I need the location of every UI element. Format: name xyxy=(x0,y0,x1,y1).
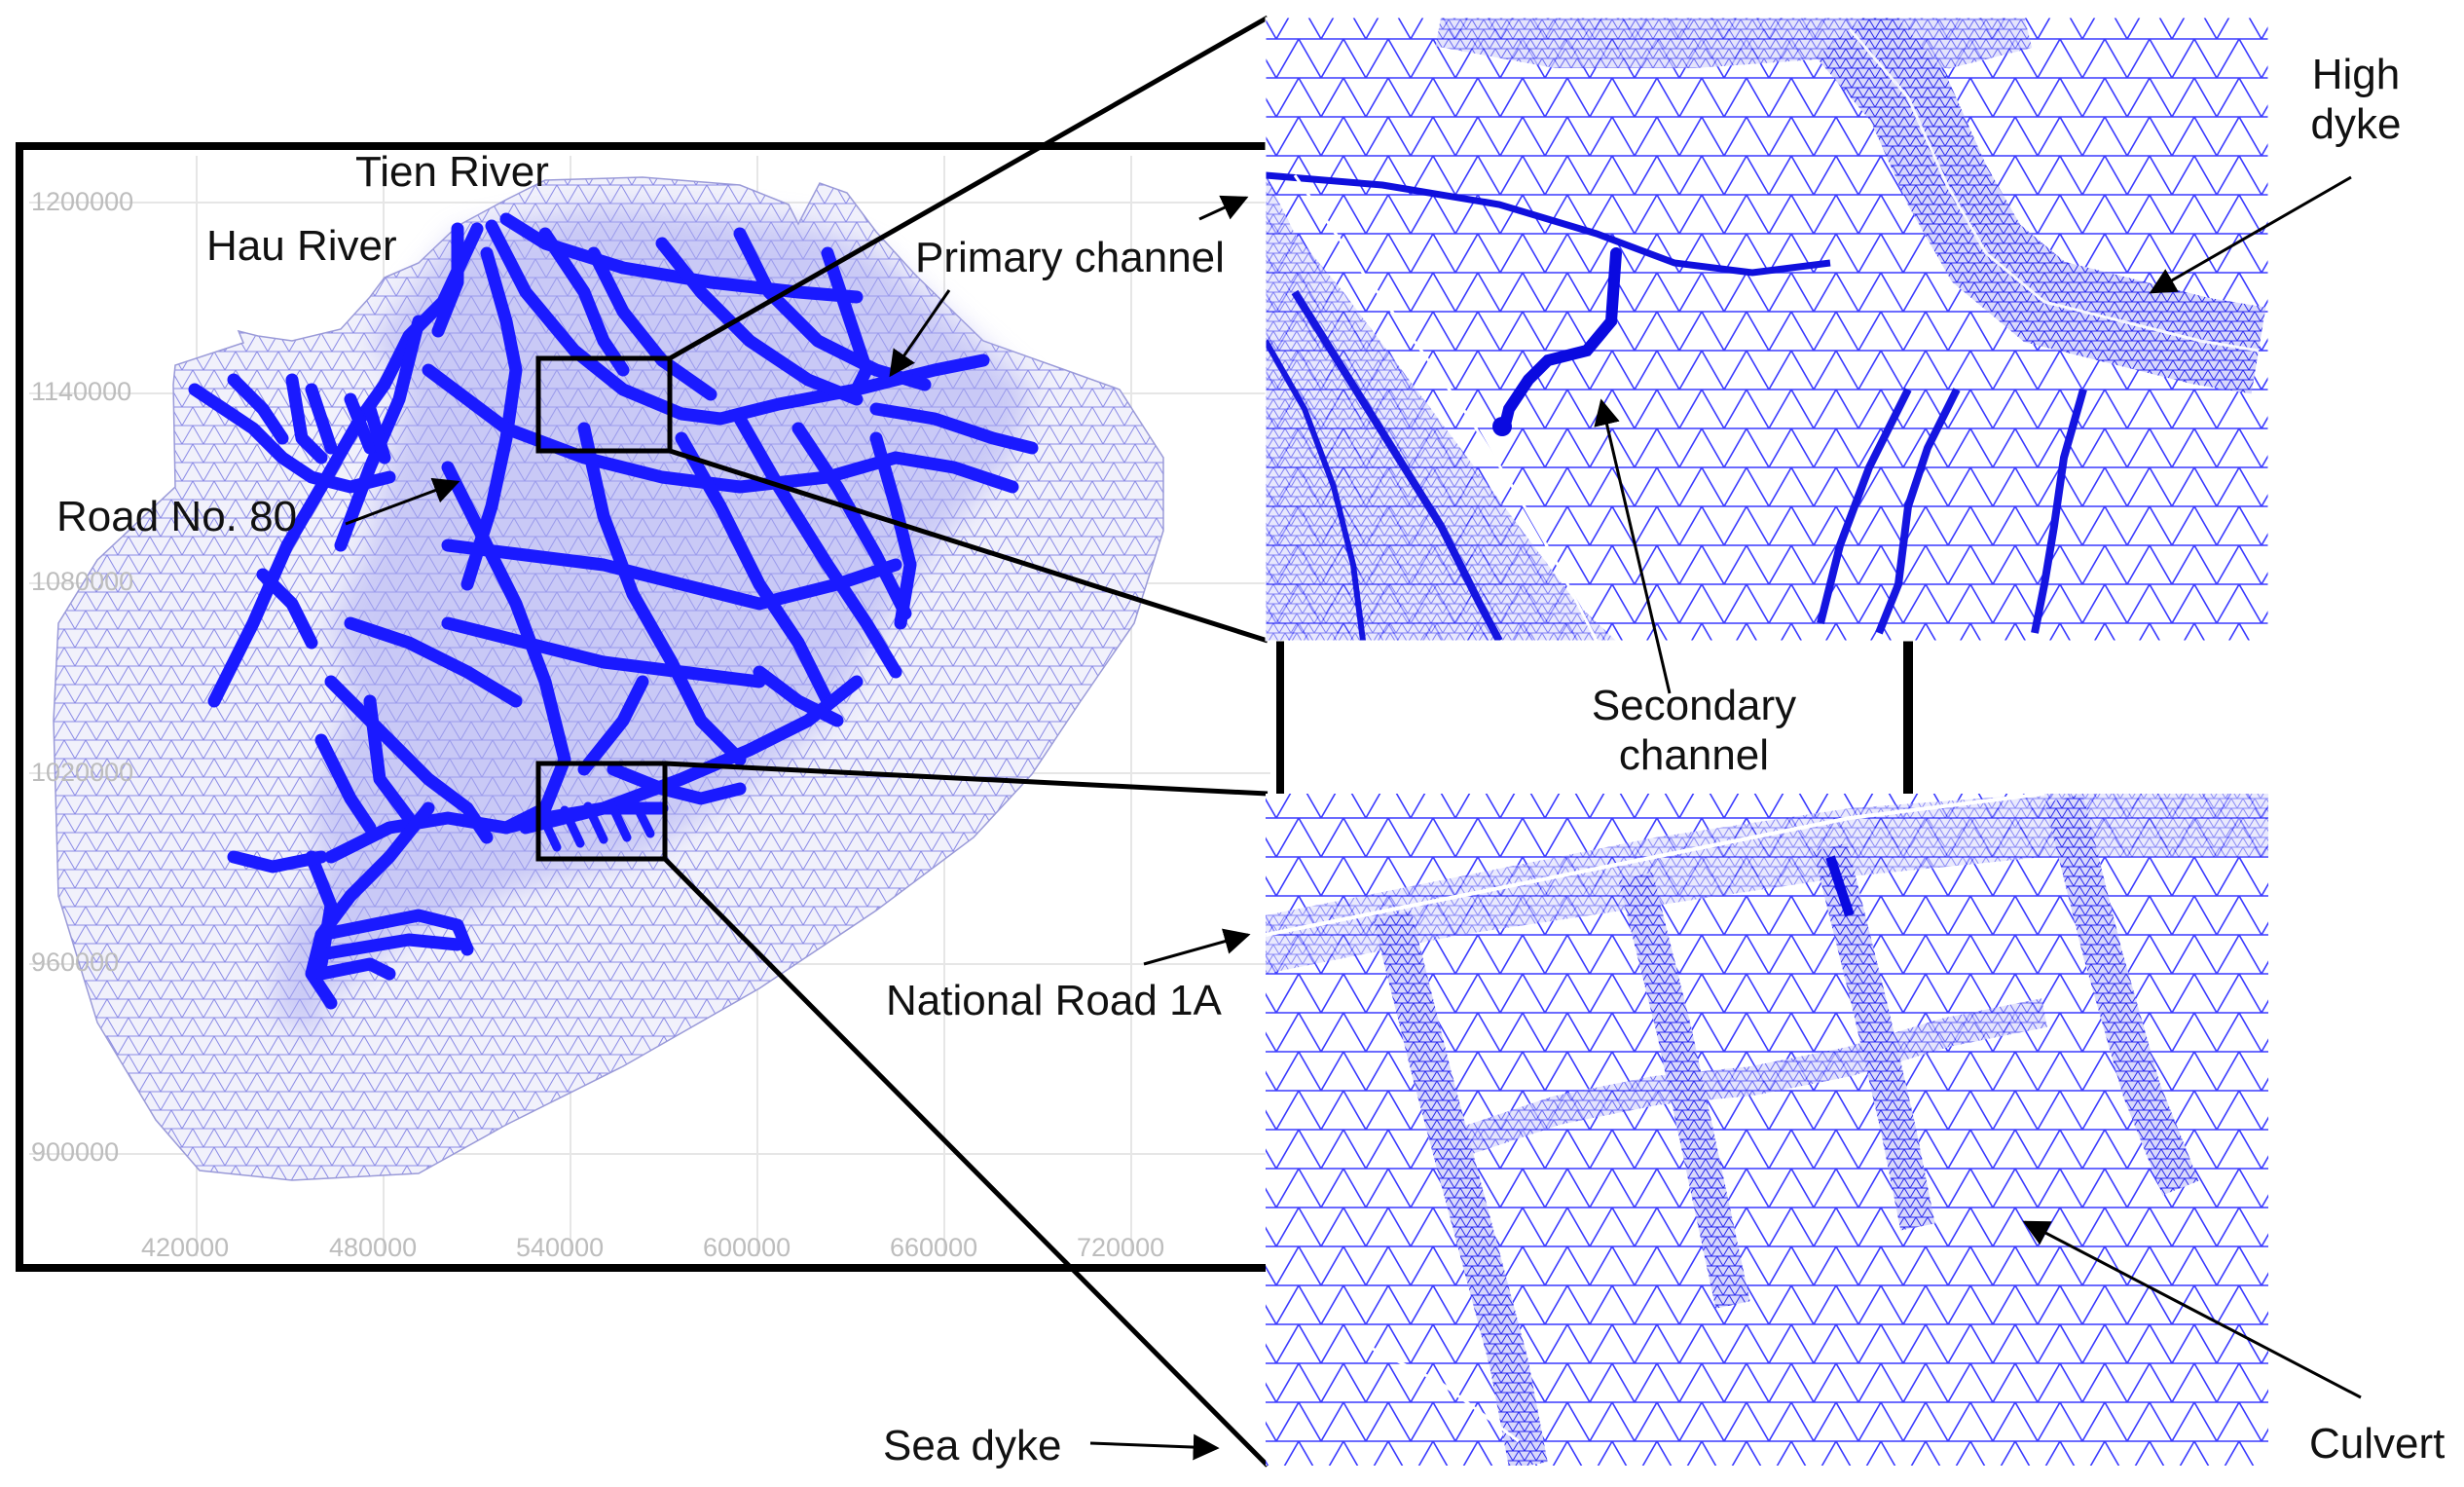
label-secondary-channel: Secondary channel xyxy=(1591,682,1797,779)
zoom-box-upper xyxy=(535,355,673,454)
zoom-panel-upper xyxy=(1266,18,2268,641)
zoom-box-lower xyxy=(535,761,668,862)
label-primary-channel: Primary channel xyxy=(915,234,1225,281)
label-high-dyke: High dyke xyxy=(2310,51,2402,148)
x-tick-label: 660000 xyxy=(890,1233,978,1262)
label-road-no-80: Road No. 80 xyxy=(56,493,298,540)
y-tick-label: 1080000 xyxy=(31,567,134,596)
label-sea-dyke: Sea dyke xyxy=(883,1422,1062,1469)
label-hau-river: Hau River xyxy=(206,222,397,270)
x-tick-label: 600000 xyxy=(703,1233,791,1262)
culvert-channels-main xyxy=(536,798,655,852)
x-tick-label: 480000 xyxy=(329,1233,418,1262)
x-tick-label: 720000 xyxy=(1077,1233,1165,1262)
y-tick-label: 1200000 xyxy=(31,187,134,216)
label-culvert: Culvert xyxy=(2309,1420,2446,1468)
zoom-panel-lower xyxy=(1266,794,2268,1466)
annotation-arrows xyxy=(345,175,2362,1461)
x-tick-label: 540000 xyxy=(516,1233,605,1262)
y-tick-label: 1020000 xyxy=(31,758,134,787)
y-tick-label: 1140000 xyxy=(31,377,132,406)
label-national-road-1a: National Road 1A xyxy=(886,977,1222,1024)
panel-connector-bar xyxy=(1903,641,1913,794)
label-tien-river: Tien River xyxy=(355,148,549,196)
x-tick-label: 420000 xyxy=(141,1233,230,1262)
y-tick-label: 960000 xyxy=(31,948,120,977)
y-tick-label: 900000 xyxy=(31,1137,120,1167)
zoom-connectors xyxy=(663,15,1269,1468)
